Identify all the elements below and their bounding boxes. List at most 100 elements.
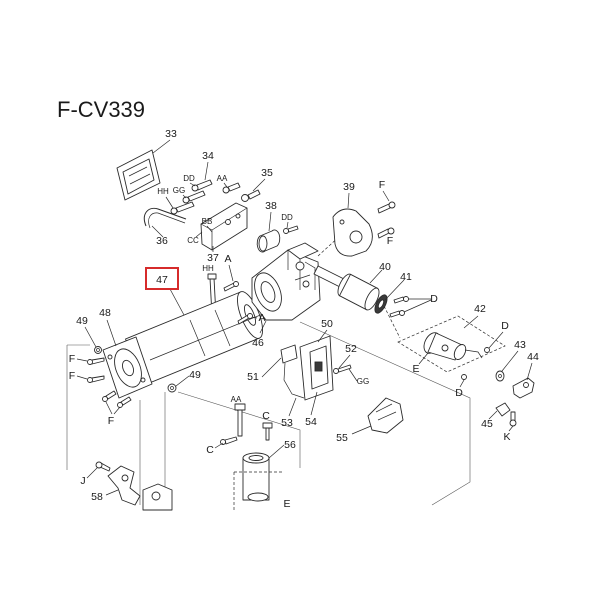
part-55-cover bbox=[367, 397, 404, 434]
callout-dd-1: DD bbox=[183, 174, 195, 183]
bracket-fold bbox=[200, 207, 248, 250]
end-plate-hub bbox=[122, 359, 134, 377]
callout-f-5: F bbox=[108, 415, 114, 427]
leader-lines-lower bbox=[76, 329, 372, 496]
screw-f2-head bbox=[87, 377, 93, 383]
screw-c1-head bbox=[262, 422, 273, 429]
screw-c2-shaft bbox=[224, 436, 238, 445]
screw-d4-head bbox=[461, 374, 467, 380]
plate-detail bbox=[128, 166, 151, 185]
callout-53: 53 bbox=[281, 417, 293, 429]
part-50-switch-board bbox=[299, 335, 334, 401]
callout-d-2: D bbox=[501, 320, 509, 332]
part-42-assembly bbox=[397, 315, 506, 380]
highlight-box bbox=[145, 267, 179, 290]
washer-43 bbox=[495, 370, 505, 382]
wire-inner bbox=[148, 212, 186, 229]
washer-49-upper-hole bbox=[96, 348, 100, 352]
bottom-part-left-hole bbox=[151, 491, 161, 501]
gear-housing-bore bbox=[260, 281, 276, 303]
guide-line-right bbox=[299, 321, 471, 506]
callout-34: 34 bbox=[202, 150, 214, 162]
callout-49-2: 49 bbox=[189, 369, 201, 381]
bottom-dashed-frame bbox=[233, 471, 282, 510]
cover-body bbox=[367, 397, 404, 434]
callout-58: 58 bbox=[91, 491, 103, 503]
bolt-aa-lower bbox=[234, 403, 246, 437]
block-body bbox=[495, 402, 511, 417]
callout-c-1: C bbox=[262, 410, 270, 422]
screw-f1-shaft bbox=[91, 357, 105, 365]
bearing-bore bbox=[377, 299, 385, 309]
motor-bands bbox=[189, 309, 231, 357]
callout-41: 41 bbox=[400, 271, 412, 283]
screws-d bbox=[389, 296, 409, 318]
callout-hh-1: HH bbox=[157, 187, 169, 196]
partial-bottom-parts bbox=[142, 471, 282, 511]
bottom-part-ring bbox=[247, 492, 269, 502]
callout-45: 45 bbox=[481, 418, 493, 430]
part-44-lever bbox=[512, 377, 535, 399]
callout-f-3: F bbox=[69, 353, 75, 365]
part-43-washer bbox=[495, 370, 505, 382]
guide-line-center bbox=[177, 391, 301, 468]
callout-49-1: 49 bbox=[76, 315, 88, 327]
callout-gg-1: GG bbox=[173, 186, 185, 195]
screw-dd-shaft bbox=[196, 179, 213, 191]
wire-outer bbox=[143, 207, 187, 227]
bracket-hole-1 bbox=[225, 219, 231, 225]
bolt-35-shaft bbox=[247, 189, 261, 200]
bolt-aa-lower-head bbox=[234, 403, 246, 411]
callout-a-2: A bbox=[258, 312, 265, 324]
part-37-bracket bbox=[200, 202, 248, 251]
callout-f-1: F bbox=[379, 179, 385, 191]
bolt-f-top-head bbox=[388, 201, 396, 209]
bolt-aa-head bbox=[222, 186, 230, 194]
callout-48: 48 bbox=[99, 307, 111, 319]
callout-54: 54 bbox=[305, 416, 317, 428]
part-39-mount-bracket bbox=[332, 201, 396, 257]
callout-37: 37 bbox=[207, 252, 219, 264]
callout-labels: 33 34 DD AA 35 GG HH BB 36 CC 37 38 DD 3… bbox=[69, 128, 539, 510]
bracket-hole-2 bbox=[235, 213, 241, 219]
callout-gg-2: GG bbox=[357, 377, 369, 386]
leader-lines-upper bbox=[151, 139, 390, 252]
washer-49-upper bbox=[94, 346, 102, 354]
highlighted-callout-47: 47 bbox=[145, 267, 179, 290]
screw-dd-head bbox=[191, 184, 199, 192]
screw-gg-shaft bbox=[187, 190, 206, 202]
assembly-e-face bbox=[453, 344, 467, 360]
callout-39: 39 bbox=[343, 181, 355, 193]
assembly-e-boss bbox=[441, 344, 449, 352]
bracket-outline bbox=[200, 202, 248, 251]
callout-50: 50 bbox=[321, 318, 333, 330]
callout-a-1: A bbox=[224, 253, 231, 265]
screw-c1-shaft bbox=[265, 427, 270, 441]
switch-body bbox=[280, 344, 298, 364]
gear-housing-edges bbox=[287, 250, 316, 290]
screws-a bbox=[223, 281, 253, 325]
screw-f2-shaft bbox=[91, 375, 105, 383]
part-33-cover-plate bbox=[116, 149, 161, 201]
washer-49-lower bbox=[167, 383, 177, 393]
bolt-35-head bbox=[241, 194, 249, 202]
cover-ribs bbox=[375, 403, 397, 421]
screw-52-head bbox=[333, 368, 339, 374]
long-bolt-head bbox=[207, 273, 217, 280]
callout-56: 56 bbox=[284, 439, 296, 451]
bracket-58-hole bbox=[121, 474, 129, 482]
screw-j-head bbox=[95, 461, 103, 469]
bolt-f-top-shaft bbox=[377, 203, 391, 214]
callout-dd-2: DD bbox=[281, 213, 293, 222]
screw-k bbox=[509, 411, 517, 427]
callout-40: 40 bbox=[379, 261, 391, 273]
washer-43-hole bbox=[498, 374, 502, 378]
leader-lines-middle bbox=[84, 264, 533, 432]
callout-42: 42 bbox=[474, 303, 486, 315]
part-35-bolt bbox=[241, 189, 261, 202]
screw-f4-head bbox=[117, 402, 123, 408]
screw-k-head bbox=[509, 419, 517, 427]
screw-52-shaft bbox=[337, 364, 352, 373]
callout-d-1: D bbox=[430, 293, 438, 305]
gear-housing-boss-2 bbox=[302, 280, 310, 288]
